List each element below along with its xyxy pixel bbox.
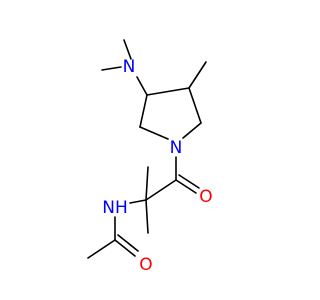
bond-ring-c4-c5 <box>188 87 202 124</box>
bonds <box>87 39 207 259</box>
atom-labels: N N O NH O <box>102 57 212 275</box>
bond-ring-c2-c3 <box>139 94 148 128</box>
bond-acetyl-methyl <box>87 239 116 259</box>
atom-n-ring: N <box>170 138 183 158</box>
atom-nh-amide: NH <box>102 198 128 218</box>
atom-n-dimethylamino: N <box>123 57 136 77</box>
bond-carbonyl-to-quat <box>145 179 177 201</box>
bond-nme-to-ring <box>136 76 148 96</box>
molecule-canvas: N N O NH O <box>87 39 213 275</box>
atom-o-carbonyl-upper: O <box>199 187 212 207</box>
bond-carbonyl-double-b <box>178 174 200 189</box>
structure-svg: N N O NH O <box>87 39 213 275</box>
bond-carbonyl-double-a <box>175 179 197 194</box>
bond-nme-methyl-top <box>123 39 132 60</box>
bond-acetyl-double-b <box>117 234 139 252</box>
bond-acetyl-double-a <box>114 239 136 257</box>
atom-o-carbonyl-lower: O <box>139 255 152 275</box>
bond-ring-n-c2 <box>139 126 169 140</box>
bond-ring-c3-c4 <box>146 87 190 96</box>
bond-quat-methyl-up <box>145 166 149 201</box>
bond-ring-c5-n <box>182 122 202 139</box>
bond-quat-methyl-down <box>145 199 149 234</box>
bond-quat-to-nh <box>129 199 147 204</box>
bond-ring-methyl <box>188 61 207 89</box>
bond-nme-methyl-left <box>101 66 122 71</box>
